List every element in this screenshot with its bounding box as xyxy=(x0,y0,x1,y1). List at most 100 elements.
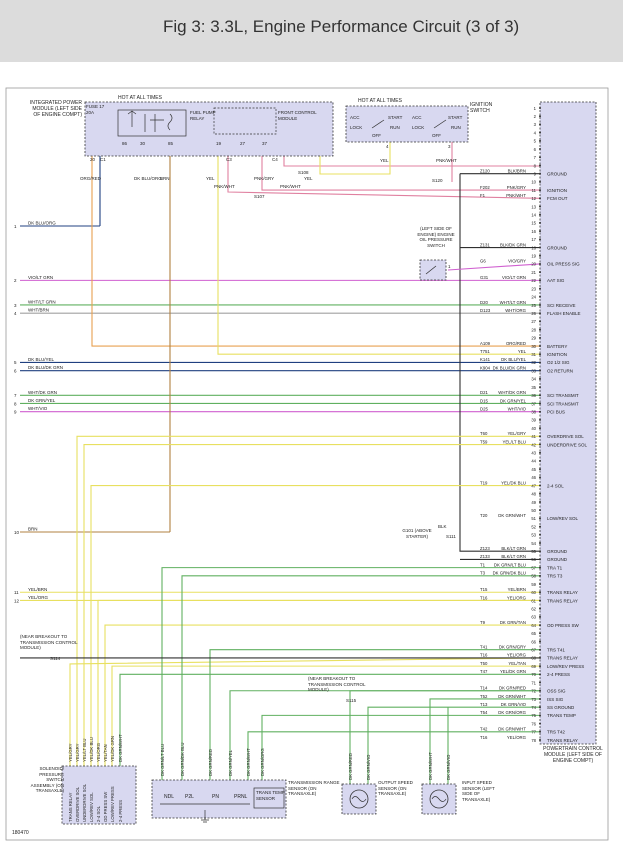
top-wire-label: YEL xyxy=(304,176,313,181)
pcm-pin-number: 8 xyxy=(534,163,537,168)
oil-switch-label: (LEFT SIDE OF ENGINE) ENGINE OIL PRESSUR… xyxy=(417,226,455,248)
pcm-wire-color: DK GRN/WHT xyxy=(498,513,526,518)
trs-wire-label: DK GRN/YEL xyxy=(228,749,233,776)
iss-wire-label: DK GRN/WHT xyxy=(428,752,433,780)
ign-contact-icon xyxy=(371,119,447,129)
pcm-wire-color: DK BLU/YEL xyxy=(501,357,526,362)
oil-pressure-switch: (LEFT SIDE OF ENGINE) ENGINE OIL PRESSUR… xyxy=(417,226,455,281)
pcm-pin-number: 63 xyxy=(531,615,536,620)
diagram-frame xyxy=(5,87,609,841)
pcm-pin-43: 43 xyxy=(531,451,541,456)
ign-acc-right: ACC xyxy=(412,115,422,120)
pcm-pin-10: 10 xyxy=(531,180,541,185)
pcm-circuit-id: T60 xyxy=(480,431,488,436)
pcm-pin-number: 20 xyxy=(531,262,536,267)
pcm-pin-number: 6 xyxy=(534,147,537,152)
g101-wire: BLK xyxy=(438,524,447,529)
left-wire-color: BRN xyxy=(28,527,38,532)
transmission-range-sensor: TRANSMISSION RANGE SENSOR (ON TRANSAXLE)… xyxy=(151,779,340,823)
pcm-wire-color: WHT/DK GRN xyxy=(498,390,526,395)
pcm-pin-4: 4 xyxy=(534,130,541,135)
pcm-circuit-id: D20 xyxy=(480,300,488,305)
trs-wire-label: DK GRN/WHT xyxy=(246,748,251,776)
left-wire-color: WHT/LT GRN xyxy=(28,299,56,304)
pcm-pin-function: OIL PRESS SIG xyxy=(547,262,580,267)
pcm-pin-function: TRS T42 xyxy=(547,730,565,735)
wire-trs-2 xyxy=(209,649,540,780)
left-wire-number: 4 xyxy=(14,311,17,316)
trs-pin-p2l: P2L xyxy=(185,794,194,800)
pcm-pin-number: 55 xyxy=(531,549,536,554)
pcm-pin-number: 29 xyxy=(531,336,536,341)
pcm-circuit-id: Z131 xyxy=(480,242,490,247)
pcm-circuit-id: T42 xyxy=(480,727,488,732)
pcm-pin-34: 34 xyxy=(531,377,541,382)
pcm-pin-number: 53 xyxy=(531,533,536,538)
ign-run-right: RUN xyxy=(451,125,461,130)
pcm-pin-27: 27 xyxy=(531,319,541,324)
pcm-pin-number: 1 xyxy=(534,106,537,111)
left-wire-number: 3 xyxy=(14,303,17,308)
left-wire-color: WHT/DK GRN xyxy=(28,390,57,395)
pcm-circuit-id: F1 xyxy=(480,193,486,198)
pcm-circuit-id: T50 xyxy=(480,661,488,666)
pcm-wire-color: BLK/LT GRN xyxy=(501,546,526,551)
pcm-pin-number: 22 xyxy=(531,278,536,283)
wire-sol-1 xyxy=(76,435,540,766)
pcm-pin-number: 25 xyxy=(531,303,536,308)
pcm-pin-function: OSS SIG xyxy=(547,689,566,694)
pcm-circuit-id: T20 xyxy=(480,513,488,518)
left-wire-number: 2 xyxy=(14,278,17,283)
top-wire-label: PNK/WHT xyxy=(214,184,235,189)
pcm-pin-function: UNDERDRIVE SOL xyxy=(547,442,588,447)
ipm-pin-c3: C3 xyxy=(226,157,232,162)
pcm-circuit-id: T13 xyxy=(480,702,488,707)
iss-coil-icon xyxy=(429,789,449,809)
pcm-pin-46: 46 xyxy=(531,475,541,480)
pcm-circuit-id: K141 xyxy=(480,357,491,362)
pcm-pin-number: 21 xyxy=(531,270,536,275)
pcm-pin-number: 30 xyxy=(531,344,536,349)
trs-wire-label: DK GRN/ORG xyxy=(260,748,265,776)
left-wire-number: 11 xyxy=(14,590,19,595)
pcm-pin-40: 40 xyxy=(531,426,541,431)
sol-pin-label: OVERDRIVE SOL xyxy=(75,786,80,822)
pcm-pin-number: 48 xyxy=(531,492,536,497)
pcm-pin-number: 9 xyxy=(534,171,537,176)
pcm-pin-number: 57 xyxy=(531,565,536,570)
pcm-pin-number: 37 xyxy=(531,401,536,406)
pcm-circuit-id: D25 xyxy=(480,406,488,411)
left-wire-number: 5 xyxy=(14,360,17,365)
pcm-pin-number: 69 xyxy=(531,664,536,669)
pcm-pin-number: 39 xyxy=(531,418,536,423)
ipm-pin-27: 27 xyxy=(240,141,246,146)
left-wire-color: DK BLU/DK GRN xyxy=(28,365,63,370)
pcm-circuit-id: T54 xyxy=(480,710,488,715)
iss-wire-label: DK GRN/VIO xyxy=(446,754,451,780)
pcm-wire-color: DK GRN/LT BLU xyxy=(494,562,526,567)
splice-s107: S107 xyxy=(254,194,265,199)
sol-pin-label: LOW/REV PRESS xyxy=(110,786,115,822)
splice-s108: S108 xyxy=(298,170,309,175)
pcm-pin-52: 52 xyxy=(531,524,541,529)
pcm-pin-number: 56 xyxy=(531,557,536,562)
integrated-power-module: HOT AT ALL TIMES INTEGRATED POWER MODULE… xyxy=(30,95,334,162)
pcm-pin-35: 35 xyxy=(531,385,541,390)
pcm-pin-number: 50 xyxy=(531,508,536,513)
pcm-pin-6: 6 xyxy=(534,147,541,152)
s111-label: S111 xyxy=(446,534,456,539)
pcm-pin-number: 33 xyxy=(531,368,536,373)
oss-wire-label: DK GRN/RED xyxy=(348,753,353,780)
pcm-pin-7: 7 xyxy=(534,155,541,160)
pcm-pin-number: 45 xyxy=(531,467,536,472)
pcm-wire-color: DK GRN/WHT xyxy=(498,694,526,699)
fuse-label: FUSE 17 20A xyxy=(86,104,105,115)
